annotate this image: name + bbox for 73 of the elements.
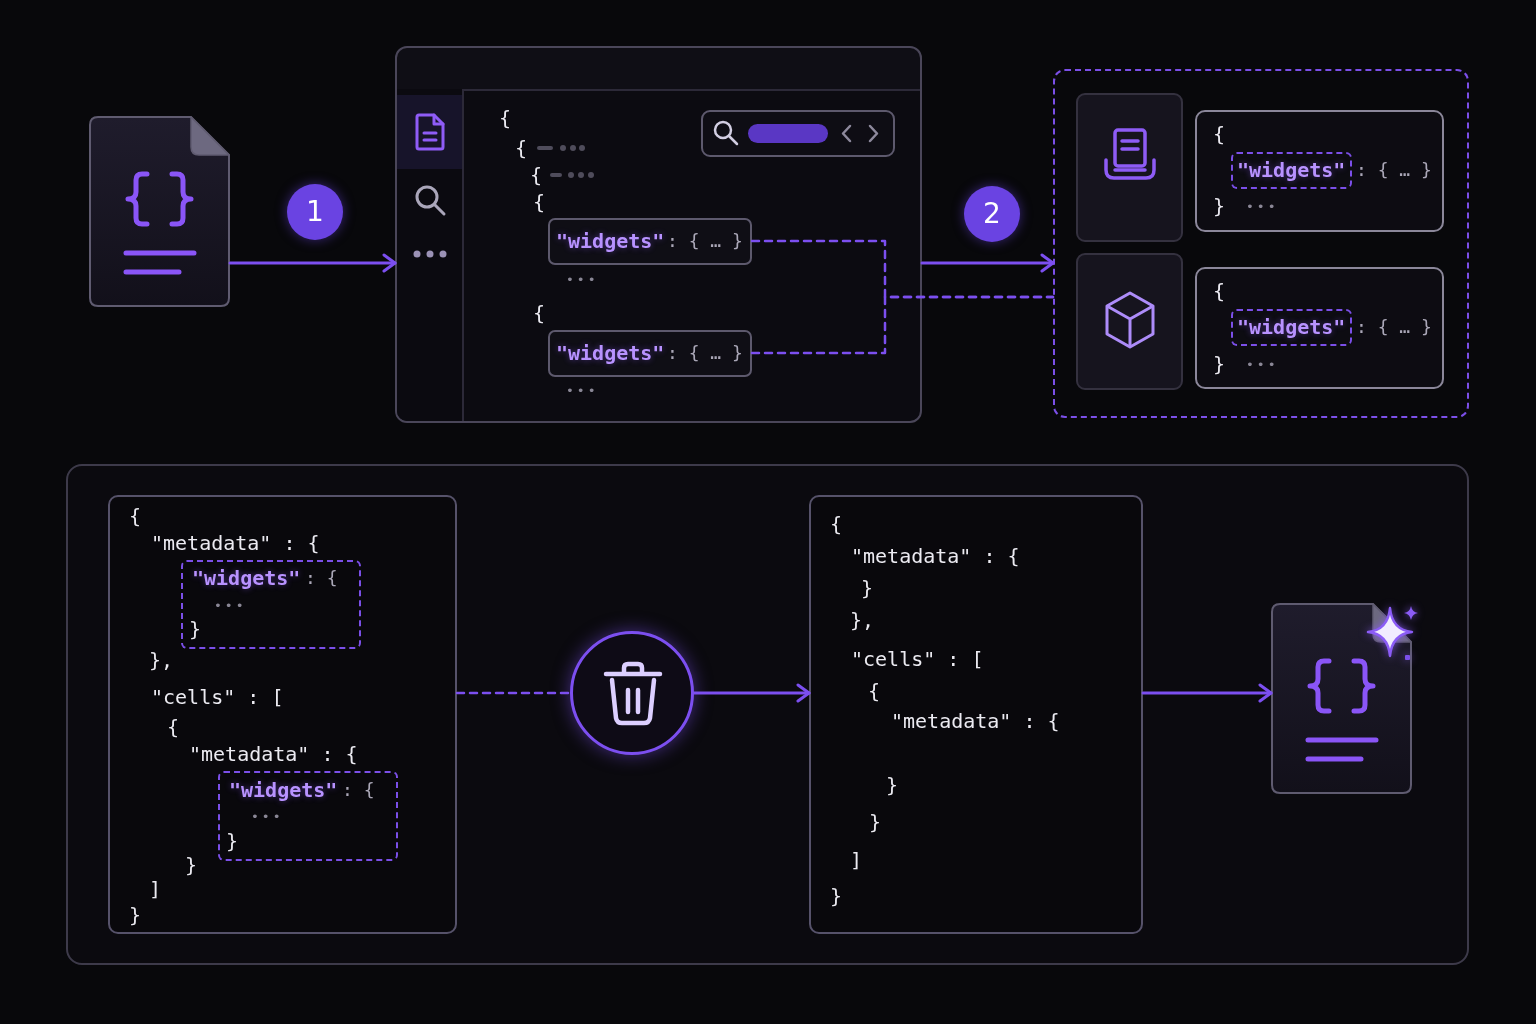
code-line: { [868, 679, 881, 703]
match-highlight [548, 218, 752, 265]
code-line: "metadata" : { [851, 544, 1020, 568]
json-key: "widgets" [556, 229, 665, 253]
code-ellipsis: ••• [1246, 200, 1279, 214]
delete-circle [570, 631, 694, 755]
code-line: "cells" : [ [851, 647, 984, 671]
arrow [920, 253, 1055, 273]
code-text: : { … } [667, 230, 743, 252]
code-line: } [1213, 194, 1226, 218]
code-line: "metadata" : { [189, 742, 358, 766]
code-line: { [499, 106, 512, 130]
editor-window [395, 46, 922, 423]
code-line: "cells" : [ [151, 685, 284, 709]
match-highlight [548, 330, 752, 377]
code-line: { [533, 301, 546, 325]
code-line: ] [149, 877, 162, 901]
code-line: "metadata" : { [891, 709, 1060, 733]
json-key: "widgets" [229, 778, 338, 802]
code-line: { [1213, 279, 1226, 303]
code-ellipsis: ••• [214, 599, 247, 613]
dashed-connector [750, 295, 1055, 355]
code-ellipsis: ••• [566, 273, 599, 287]
code-file-icon [1271, 603, 1412, 794]
code-line: } [886, 773, 899, 797]
code-line: }, [850, 608, 875, 632]
code-line: } [185, 853, 198, 877]
json-key: "widgets" [1237, 158, 1346, 182]
code-line: }, [149, 648, 174, 672]
code-line: { [167, 715, 180, 739]
dashed-frame [1053, 69, 1469, 418]
dashed-highlight [1231, 152, 1352, 189]
code-line: } [861, 576, 874, 600]
code-panel [809, 495, 1143, 934]
code-text: : { [305, 567, 338, 589]
code-line: { [530, 163, 543, 187]
json-key: "widgets" [192, 566, 301, 590]
dashed-highlight [1231, 309, 1352, 346]
code-ellipsis: ••• [1246, 358, 1279, 372]
code-line: } [869, 810, 882, 834]
dashed-connector [455, 691, 572, 695]
code-text: : { … } [667, 342, 743, 364]
arrow [228, 253, 397, 273]
code-text: : { [342, 779, 375, 801]
code-card [1195, 110, 1444, 232]
code-file-icon [89, 116, 230, 307]
code-line: } [226, 829, 239, 853]
code-line: { [1213, 122, 1226, 146]
code-line: { [830, 512, 843, 536]
dashed-highlight [181, 560, 361, 649]
code-line: { [515, 136, 528, 160]
arrow [692, 683, 811, 703]
code-line: ] [850, 848, 863, 872]
code-line: { [533, 190, 546, 214]
code-line: "metadata" : { [151, 531, 320, 555]
json-key: "widgets" [556, 341, 665, 365]
code-card [1195, 267, 1444, 389]
bottom-panel [66, 464, 1469, 965]
code-line: } [830, 884, 843, 908]
json-key: "widgets" [1237, 315, 1346, 339]
code-ellipsis: ••• [566, 384, 599, 398]
code-text: : { … } [1356, 159, 1432, 181]
code-text: : { … } [1356, 316, 1432, 338]
code-line: } [1213, 352, 1226, 376]
step-number: 2 [964, 186, 1020, 242]
dashed-highlight [218, 771, 398, 861]
code-ellipsis: ••• [251, 810, 284, 824]
code-line: } [129, 903, 142, 927]
code-panel [108, 495, 457, 934]
step-number: 1 [287, 184, 343, 240]
arrow [1141, 683, 1273, 703]
code-line: } [189, 617, 202, 641]
code-line: { [129, 504, 142, 528]
